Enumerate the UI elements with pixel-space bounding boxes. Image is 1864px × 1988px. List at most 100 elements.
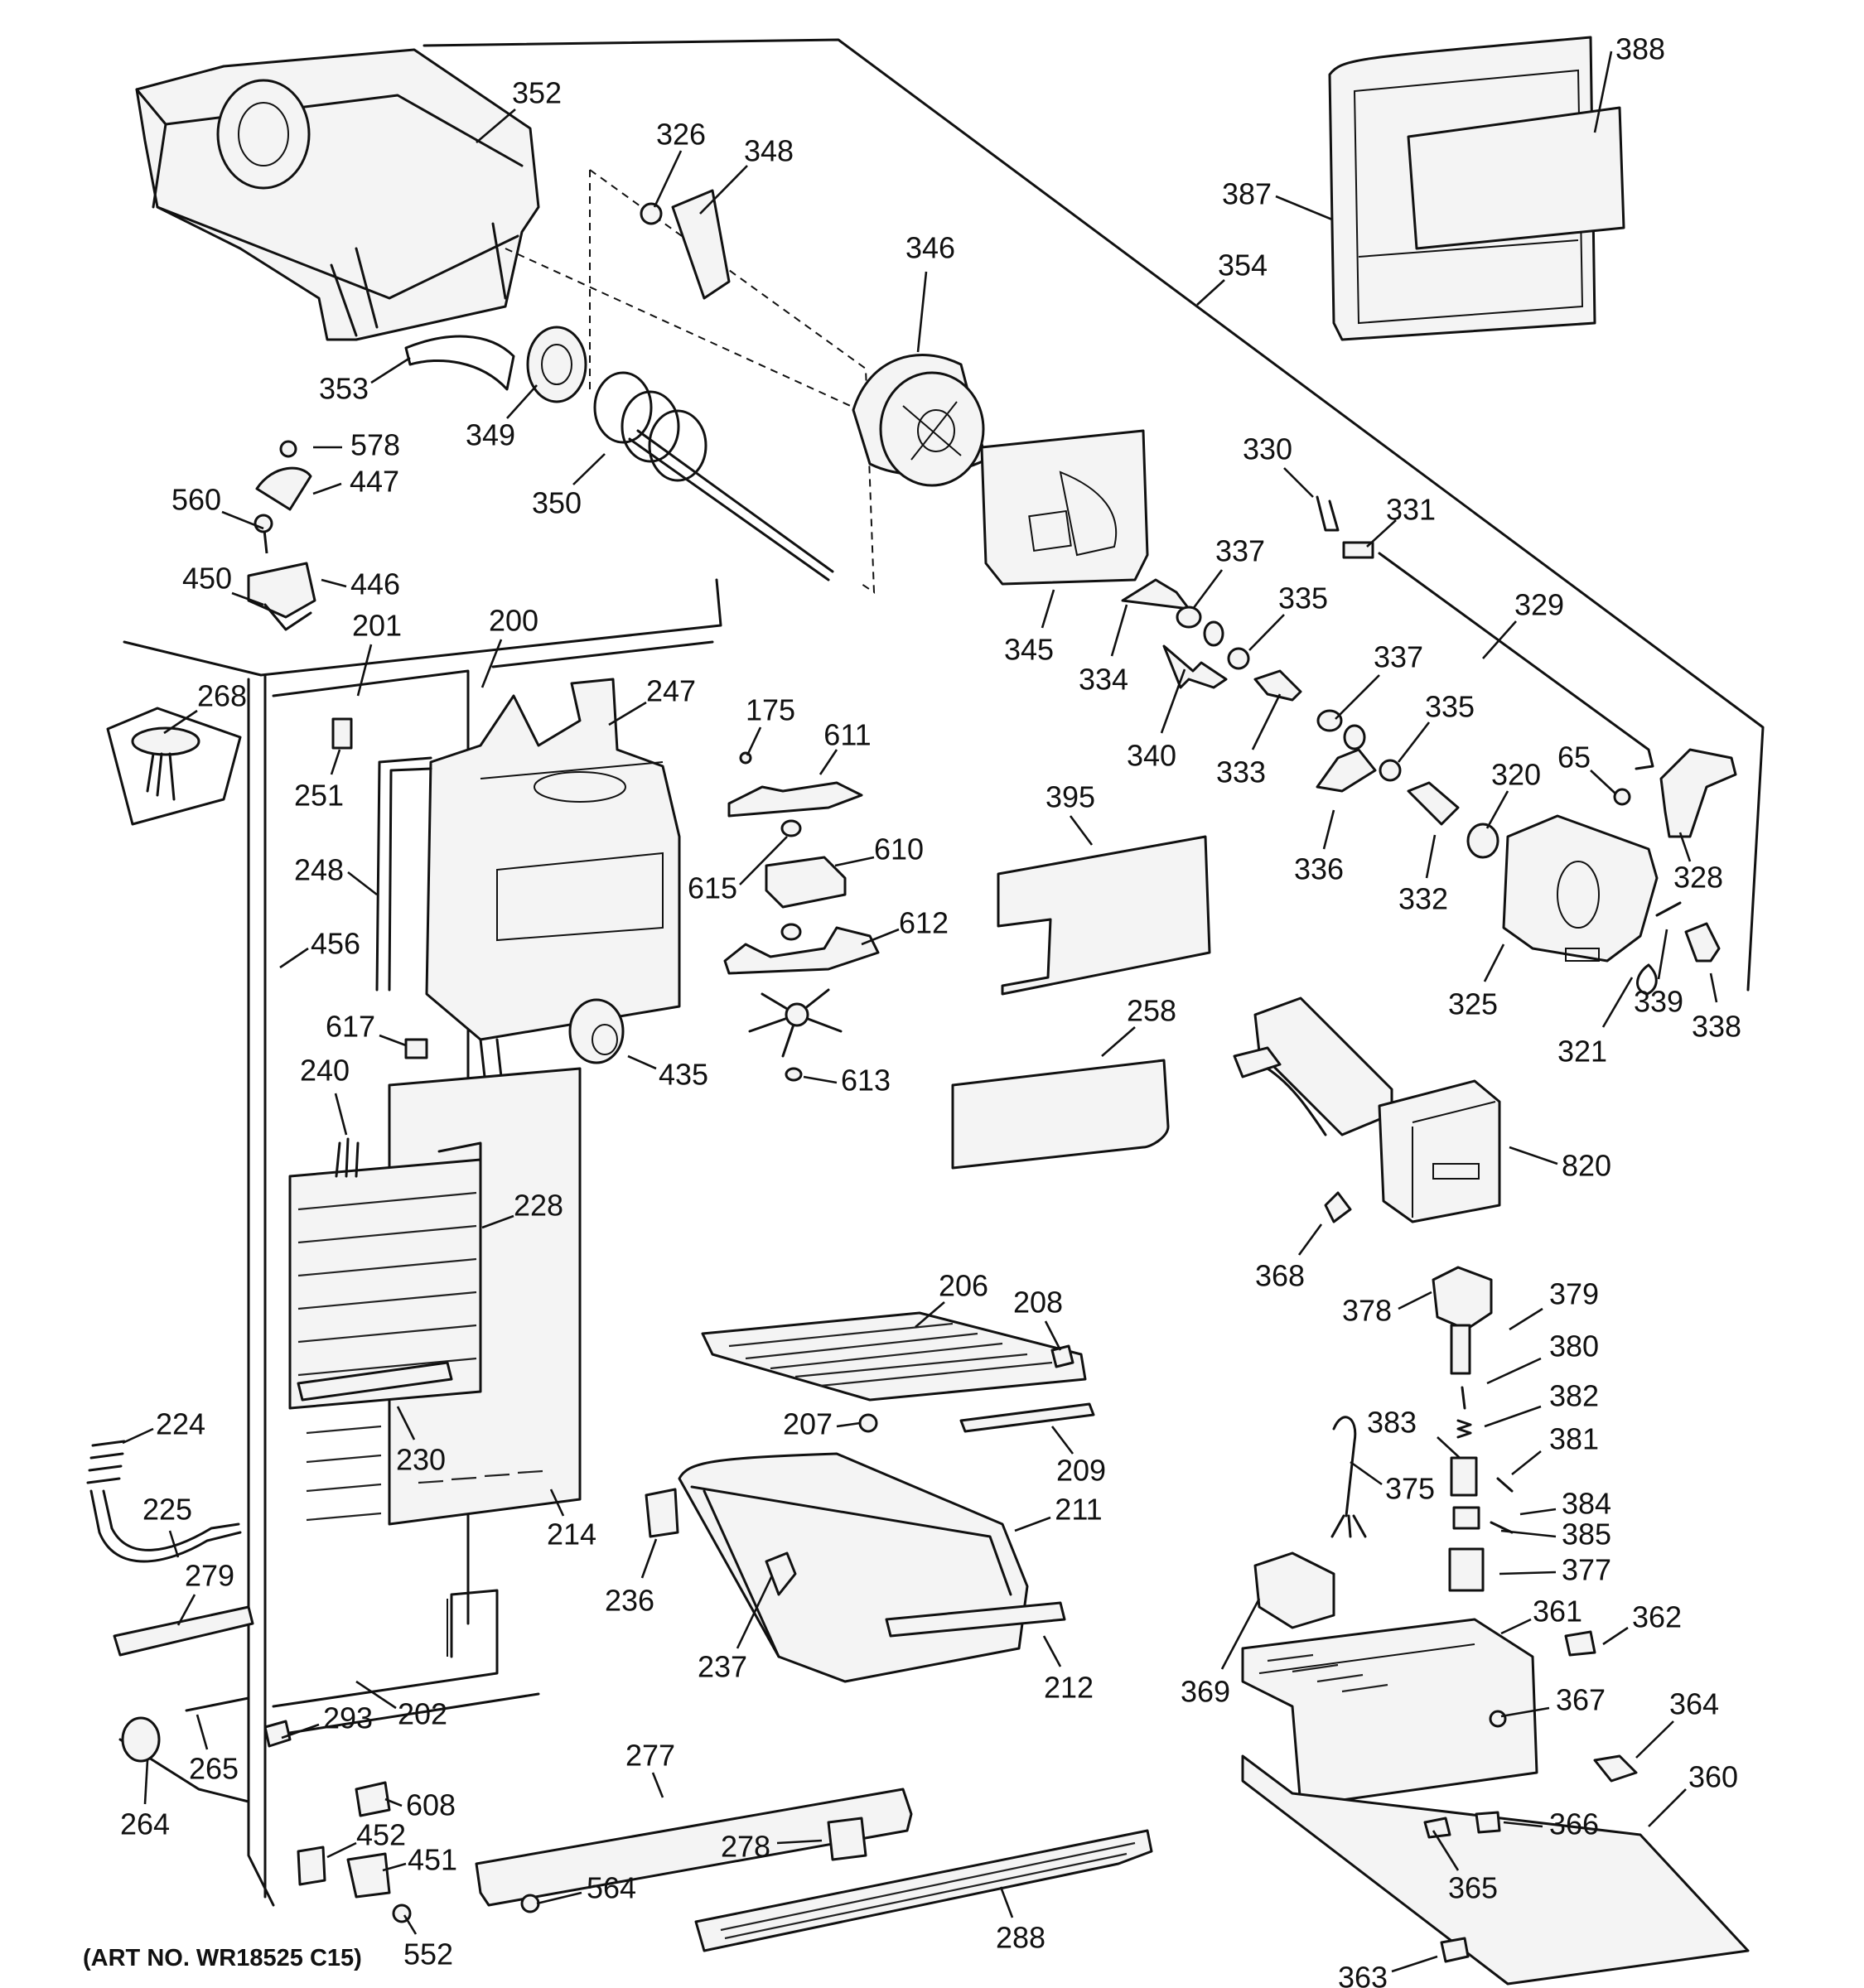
part-363-cap (1440, 1937, 1470, 1963)
part-346-drum (852, 354, 988, 487)
leader-line-331 (1366, 519, 1397, 548)
callout-353: 353 (319, 372, 369, 406)
leader-line-330 (1283, 467, 1314, 498)
callout-206: 206 (939, 1269, 988, 1303)
callout-332: 332 (1398, 882, 1448, 916)
leader-line-337 (1335, 674, 1380, 720)
callout-326: 326 (656, 118, 706, 152)
callout-321: 321 (1557, 1035, 1607, 1069)
callout-615: 615 (688, 871, 737, 905)
callout-612: 612 (899, 906, 949, 940)
callout-339: 339 (1634, 985, 1683, 1019)
part-335-washer-3 (1343, 724, 1366, 750)
part-278-roller (827, 1817, 867, 1861)
callout-366: 366 (1549, 1807, 1599, 1841)
part-362-clip (1564, 1630, 1596, 1657)
leader-line-348 (699, 165, 748, 215)
callout-325: 325 (1448, 987, 1498, 1021)
leader-line-247 (608, 701, 647, 726)
leader-line-379 (1509, 1307, 1543, 1331)
leader-line-381 (1511, 1450, 1542, 1476)
callout-225: 225 (142, 1493, 192, 1527)
callout-608: 608 (406, 1788, 456, 1822)
leader-line-350 (572, 453, 606, 485)
leader-line-613 (803, 1075, 838, 1084)
part-361-housing (1241, 1618, 1538, 1807)
leader-line-251 (330, 749, 341, 775)
leader-line-65 (1590, 770, 1616, 794)
leader-line-353 (370, 356, 411, 384)
callout-207: 207 (783, 1407, 833, 1441)
part-328-shield (1659, 748, 1737, 838)
callout-578: 578 (350, 428, 400, 462)
leader-line-388 (1593, 51, 1613, 133)
callout-345: 345 (1004, 633, 1054, 667)
cabinet-outline (118, 38, 1765, 1907)
callout-361: 361 (1533, 1595, 1582, 1629)
leader-line-335 (1397, 721, 1431, 763)
part-367-screw (1489, 1710, 1507, 1728)
callout-375: 375 (1385, 1472, 1435, 1506)
callout-552: 552 (403, 1937, 453, 1971)
callout-354: 354 (1218, 248, 1268, 282)
part-224-spring (86, 1440, 126, 1484)
part-395-panel (997, 835, 1211, 996)
callout-337: 337 (1215, 534, 1265, 568)
callout-334: 334 (1079, 663, 1128, 697)
callout-209: 209 (1056, 1454, 1106, 1488)
part-335-washer (1203, 620, 1224, 647)
leader-line-332 (1425, 834, 1437, 879)
callout-335: 335 (1278, 581, 1328, 615)
callout-381: 381 (1549, 1422, 1599, 1456)
callout-65: 65 (1557, 741, 1591, 774)
leader-line-366 (1503, 1821, 1543, 1828)
leader-line-329 (1482, 620, 1517, 659)
leader-line-382 (1484, 1405, 1542, 1428)
part-277-rail (475, 1788, 913, 1907)
part-382-spring (1456, 1419, 1472, 1439)
part-345-plate (980, 429, 1149, 586)
leader-line-450 (231, 591, 264, 606)
leader-line-380 (1486, 1357, 1542, 1385)
leader-line-202 (355, 1680, 397, 1710)
leader-line-375 (1350, 1460, 1383, 1486)
part-360-tray (1241, 1754, 1750, 1986)
leader-line-447 (312, 482, 342, 495)
part-206-shelf (701, 1311, 1087, 1402)
leader-line-345 (1041, 589, 1055, 629)
leader-line-360 (1648, 1788, 1687, 1827)
callout-368: 368 (1255, 1259, 1305, 1293)
fan-motor-group (723, 751, 880, 1082)
leader-line-364 (1635, 1720, 1674, 1759)
callout-452: 452 (356, 1818, 406, 1852)
part-338-lever (1684, 922, 1721, 963)
part-388-door (1407, 106, 1625, 250)
leader-line-361 (1500, 1618, 1532, 1635)
leader-line-321 (1601, 977, 1634, 1028)
part-339-pin (1655, 901, 1682, 917)
part-352-ice-bucket (135, 48, 540, 341)
leader-line-268 (163, 709, 198, 735)
part-212-trim (885, 1601, 1066, 1638)
callout-288: 288 (996, 1921, 1045, 1955)
callout-328: 328 (1673, 861, 1723, 895)
part-334-cam (1121, 578, 1190, 610)
part-451-hinge (346, 1852, 391, 1899)
part-337-spring-2 (1316, 709, 1343, 732)
callout-248: 248 (294, 853, 344, 887)
callout-617: 617 (326, 1010, 375, 1044)
callout-201: 201 (352, 609, 402, 643)
leader-line-326 (653, 150, 683, 208)
leader-line-612 (861, 928, 900, 946)
part-329-rod (1378, 552, 1654, 770)
callout-446: 446 (350, 567, 400, 601)
callout-leaders (122, 51, 1718, 1973)
part-564-screw (520, 1894, 540, 1913)
callout-450: 450 (182, 562, 232, 596)
leader-line-279 (176, 1594, 196, 1626)
leader-line-288 (999, 1886, 1014, 1918)
part-365-knob (1423, 1817, 1451, 1839)
callout-367: 367 (1556, 1683, 1606, 1717)
part-330-spring (1316, 495, 1340, 532)
callout-330: 330 (1243, 432, 1292, 466)
